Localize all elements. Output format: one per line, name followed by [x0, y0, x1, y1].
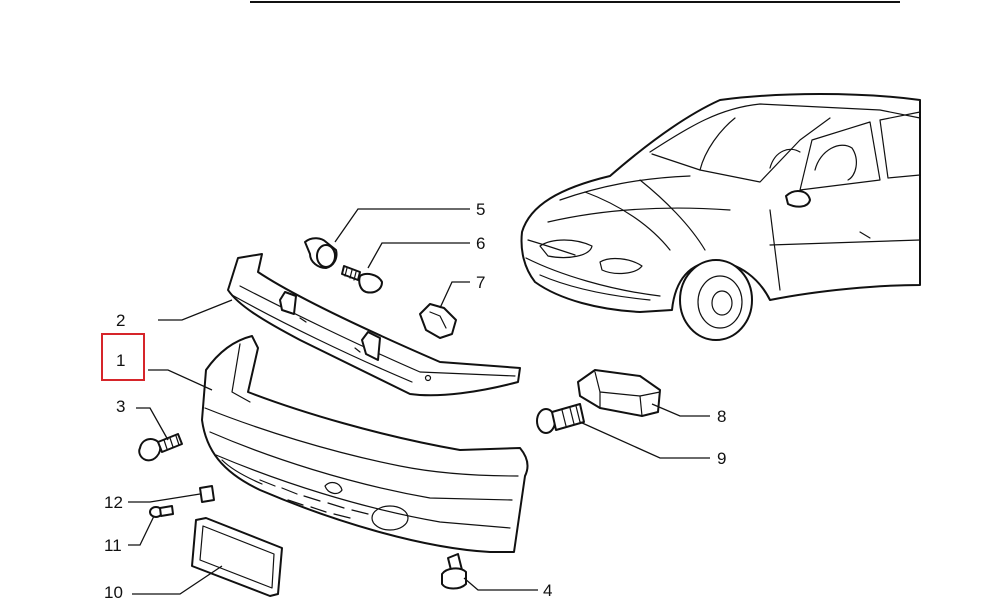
callout-2: 2 — [116, 311, 125, 330]
callout-4: 4 — [543, 581, 552, 600]
part-4-nut — [441, 553, 467, 590]
callout-8: 8 — [717, 407, 726, 426]
leader-5 — [334, 208, 470, 243]
callout-labels: 5 6 7 2 1 3 12 11 10 4 8 9 — [104, 200, 726, 600]
car-front-wheel — [679, 259, 753, 341]
leader-2 — [158, 299, 233, 321]
leader-11 — [128, 515, 155, 546]
leader-6 — [367, 242, 470, 269]
leader-1 — [148, 369, 213, 391]
leader-9 — [579, 421, 710, 459]
callout-11: 11 — [104, 536, 122, 555]
fog-light-recess — [371, 505, 409, 531]
leader-lines — [128, 208, 710, 595]
part-6-screw — [341, 265, 383, 294]
part-2-reinforcement-bar — [227, 253, 521, 397]
part-12-small-clip — [199, 485, 215, 503]
callout-3: 3 — [116, 397, 125, 416]
callout-1: 1 — [116, 351, 125, 370]
part-10-plate-holder — [191, 517, 283, 597]
callout-9: 9 — [717, 449, 726, 468]
leader-4 — [463, 577, 538, 591]
leader-10 — [132, 565, 223, 595]
car-illustration — [520, 93, 921, 341]
callout-6: 6 — [476, 234, 485, 253]
part-9-push-pin — [536, 403, 585, 434]
highlight-box-callout-1 — [101, 333, 145, 381]
callout-10: 10 — [104, 583, 123, 600]
leader-12 — [128, 493, 201, 503]
part-7-clip — [419, 303, 457, 339]
part-3-bolt — [138, 433, 183, 462]
callout-5: 5 — [476, 200, 485, 219]
callout-7: 7 — [476, 273, 485, 292]
part-8-bracket — [577, 369, 661, 417]
leader-7 — [439, 281, 470, 309]
leader-3 — [136, 407, 169, 441]
part-1-bumper-cover — [201, 335, 529, 553]
part-11-screw — [149, 505, 174, 518]
callout-12: 12 — [104, 493, 123, 512]
part-5-plug — [304, 237, 338, 269]
leader-8 — [651, 403, 710, 417]
